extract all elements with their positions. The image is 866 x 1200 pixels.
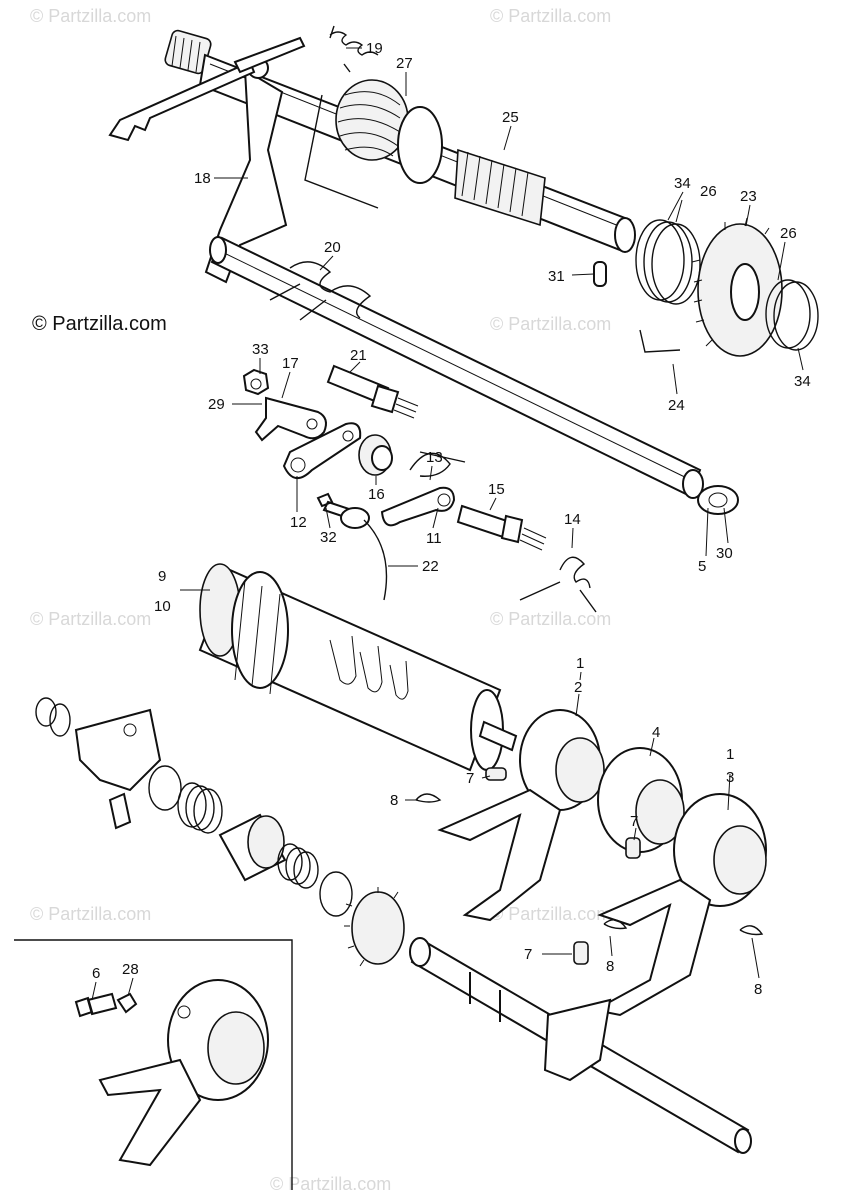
inset-box <box>14 939 293 1190</box>
watermark-layer: © Partzilla.com © Partzilla.com © Partzi… <box>30 6 611 1194</box>
callout-27: 27 <box>396 55 413 72</box>
callout-16: 16 <box>368 486 385 503</box>
callout-13: 13 <box>426 449 443 466</box>
shift-fork-left <box>437 709 605 922</box>
callout-labels: 19 27 25 18 34 26 23 26 20 31 34 24 33 2… <box>92 40 811 998</box>
sprocket-gear <box>691 217 783 357</box>
callout-26: 26 <box>700 183 717 200</box>
coil-spring-small <box>177 782 223 834</box>
callout-1: 1 <box>726 746 734 763</box>
callout-19: 19 <box>366 40 383 57</box>
callout-20: 20 <box>324 239 341 256</box>
callout-31: 31 <box>548 268 565 285</box>
callout-7: 7 <box>466 770 474 787</box>
callout-12: 12 <box>290 514 307 531</box>
callout-18: 18 <box>194 170 211 187</box>
callout-10: 10 <box>154 598 171 615</box>
watermark: © Partzilla.com <box>270 1174 391 1194</box>
watermark: © Partzilla.com <box>490 904 611 924</box>
callout-25: 25 <box>502 109 519 126</box>
callout-4: 4 <box>652 724 660 741</box>
inset-shift-fork <box>98 979 269 1167</box>
callout-22: 22 <box>422 558 439 575</box>
lower-left-assembly <box>35 697 405 967</box>
callout-28: 28 <box>122 961 139 978</box>
callout-8: 8 <box>606 958 614 975</box>
callout-9: 9 <box>158 568 166 585</box>
coil-spring-small <box>277 843 319 889</box>
middle-small-parts <box>242 364 597 613</box>
callout-33: 33 <box>252 341 269 358</box>
gear-segment <box>454 148 546 227</box>
right-gear-cluster <box>593 217 819 357</box>
callout-14: 14 <box>564 511 581 528</box>
leader-lines <box>91 47 804 1001</box>
callout-29: 29 <box>208 396 225 413</box>
callout-8: 8 <box>390 792 398 809</box>
shift-fork-center <box>597 747 685 853</box>
callout-7: 7 <box>524 946 532 963</box>
watermark: © Partzilla.com <box>30 6 151 26</box>
callout-5: 5 <box>698 558 706 575</box>
callout-34: 34 <box>794 373 811 390</box>
pivot-bolt <box>456 504 547 551</box>
callout-17: 17 <box>282 355 299 372</box>
callout-23: 23 <box>740 188 757 205</box>
callout-30: 30 <box>716 545 733 562</box>
pins-and-clips <box>415 767 764 965</box>
callout-3: 3 <box>726 769 734 786</box>
callout-11: 11 <box>426 530 442 547</box>
watermark: © Partzilla.com <box>490 314 611 334</box>
shaft-long <box>209 236 739 515</box>
callout-6: 6 <box>92 965 100 982</box>
partzilla-copyright-mark: © Partzilla.com <box>32 313 167 335</box>
callout-21: 21 <box>350 347 367 364</box>
callout-32: 32 <box>320 529 337 546</box>
callout-8: 8 <box>754 981 762 998</box>
watermark: © Partzilla.com <box>490 6 611 26</box>
callout-1: 1 <box>576 655 584 672</box>
callout-24: 24 <box>668 397 685 414</box>
watermark: © Partzilla.com <box>490 609 611 629</box>
shift-drum <box>198 563 518 772</box>
callout-26: 26 <box>780 225 797 242</box>
fork-shaft <box>409 937 752 1154</box>
callout-34: 34 <box>674 175 691 192</box>
callout-15: 15 <box>488 481 505 498</box>
watermark: © Partzilla.com <box>30 904 151 924</box>
small-gear <box>344 887 405 967</box>
bolt <box>326 364 419 419</box>
callout-2: 2 <box>574 679 582 696</box>
watermark: © Partzilla.com <box>30 609 151 629</box>
collar <box>218 813 287 882</box>
callout-7: 7 <box>630 813 638 830</box>
gearshift-spindle-upper <box>108 25 636 284</box>
